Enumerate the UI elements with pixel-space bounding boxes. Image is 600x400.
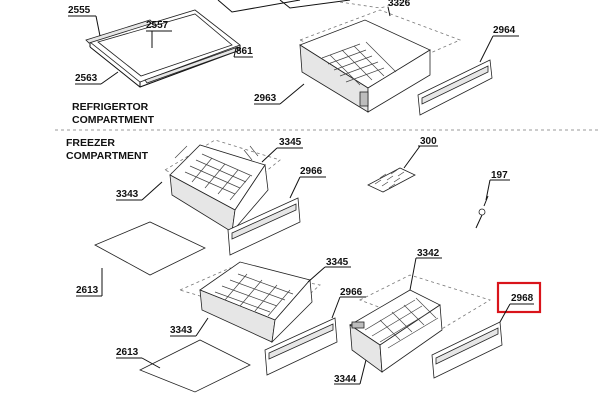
part-label-2613-bottom: 2613 (116, 347, 139, 358)
drawer-front-2966-bottom (264, 317, 338, 376)
freezer-drawer-3345-top (164, 139, 281, 234)
freezer-glass-2613-top (94, 221, 206, 276)
part-label-861: 861 (236, 46, 253, 57)
part-label-300: 300 (420, 136, 437, 147)
part-label-2555: 2555 (68, 5, 91, 16)
part-label-2563: 2563 (75, 73, 98, 84)
crisper-drawer-2963 (298, 9, 462, 113)
part-label-3343-bottom: 3343 (170, 325, 193, 336)
part-label-2613-top: 2613 (76, 285, 99, 296)
drawer-front-2966-top (227, 197, 301, 256)
ice-tray-300 (367, 167, 416, 193)
part-label-2966-top: 2966 (300, 166, 323, 177)
part-label-3344: 3344 (334, 374, 357, 385)
part-label-3345-bottom: 3345 (326, 257, 349, 268)
freezer-drawer-3345-bottom (178, 261, 321, 344)
part-label-2968[interactable]: 2968 (511, 293, 534, 304)
freezer-drawer-3342 (349, 274, 491, 373)
freezer-section-label: FREEZER COMPARTMENT (66, 137, 149, 162)
shelf-trim-861 (144, 46, 241, 84)
part-label-2963: 2963 (254, 93, 277, 104)
shelf-trim-2555 (85, 19, 154, 44)
part-label-2964: 2964 (493, 25, 516, 36)
part-label-197: 197 (491, 170, 508, 181)
part-label-2966-bottom: 2966 (340, 287, 363, 298)
drawer-front-2964 (417, 59, 493, 116)
drawer-front-2968 (431, 321, 503, 379)
part-label-3345-top: 3345 (279, 137, 302, 148)
freezer-glass-2613-bottom (139, 339, 251, 393)
part-label-3326: 3326 (388, 0, 411, 9)
hinge-pin-197 (475, 195, 489, 229)
glass-shelf-2557 (89, 9, 241, 88)
part-label-3342: 3342 (417, 248, 440, 259)
refrigerator-section-label: REFRIGERTOR COMPARTMENT (72, 101, 155, 126)
upper-shelf-edge (217, 0, 411, 13)
part-label-2557: 2557 (146, 20, 169, 31)
part-highlight-box (496, 281, 542, 314)
part-label-3343-top: 3343 (116, 189, 139, 200)
